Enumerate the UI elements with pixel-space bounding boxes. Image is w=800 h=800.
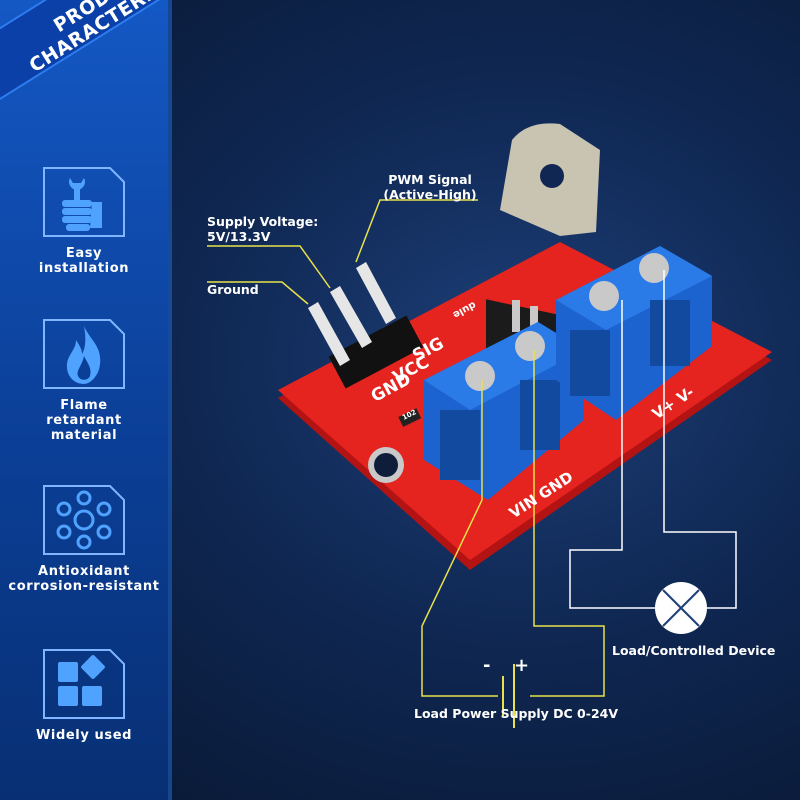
molecule-icon xyxy=(40,482,128,558)
feature-label: Antioxidant corrosion-resistant xyxy=(8,564,160,594)
callout-lines xyxy=(207,199,605,697)
battery-plus-label: + xyxy=(514,655,530,676)
battery-minus-label: - xyxy=(483,655,491,676)
feature-antioxidant: Antioxidant corrosion-resistant xyxy=(0,482,168,594)
flame-icon xyxy=(40,316,128,392)
battery-icon xyxy=(502,664,515,728)
pin-header xyxy=(308,262,424,389)
load-device-label: Load/Controlled Device xyxy=(612,643,776,658)
terminal-block-right xyxy=(556,246,712,420)
pwm-signal-label: PWM Signal (Active-High) xyxy=(383,172,477,202)
sidebar-divider xyxy=(168,0,172,800)
tiles-icon xyxy=(40,646,128,722)
feature-label: Flame retardant material xyxy=(46,398,122,443)
power-supply-label: Load Power Supply DC 0-24V xyxy=(414,706,619,721)
supply-voltage-label: Supply Voltage: 5V/13.3V xyxy=(207,214,319,244)
ground-label: Ground xyxy=(207,282,259,297)
load-wiring xyxy=(569,270,737,609)
hand-wrench-icon xyxy=(40,164,128,240)
feature-flame-retardant: Flame retardant material xyxy=(0,316,168,443)
feature-label: Widely used xyxy=(35,728,133,743)
feature-easy-installation: Easy installation xyxy=(0,164,168,276)
feature-label: Easy installation xyxy=(38,246,130,276)
load-device-icon xyxy=(655,582,707,634)
feature-widely-used: Widely used xyxy=(0,646,168,743)
terminal-block-left xyxy=(424,322,584,500)
